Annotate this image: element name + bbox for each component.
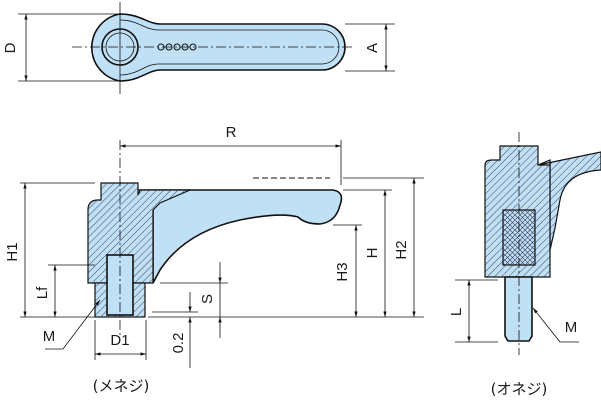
- dim-M-label: M: [565, 319, 578, 336]
- dim-H3-label: H3: [334, 262, 351, 281]
- dim-R-label: R: [226, 124, 237, 141]
- female-thread-caption: (メネジ): [93, 377, 150, 395]
- dim-Lf-label: Lf: [34, 286, 51, 299]
- dim-H2-label: H2: [393, 240, 410, 259]
- dim-D1-label: D1: [110, 332, 129, 349]
- top-view: D A: [2, 2, 395, 94]
- dim-H-label: H: [364, 248, 381, 259]
- dim-D-label: D: [2, 42, 19, 53]
- male-thread-view: L M (オネジ): [448, 132, 601, 398]
- dim-L-label: L: [448, 308, 465, 316]
- dim-H1-label: H1: [4, 242, 21, 261]
- dim-A-label: A: [364, 43, 381, 53]
- dim-gap-label: 0.2: [170, 333, 187, 354]
- dim-M-label: M: [43, 328, 56, 345]
- dim-S-label: S: [199, 294, 216, 304]
- male-thread-caption: (オネジ): [491, 380, 548, 398]
- female-thread-view: R H1 Lf M D1 0.2 S H3 H H2 (メネジ): [4, 124, 424, 395]
